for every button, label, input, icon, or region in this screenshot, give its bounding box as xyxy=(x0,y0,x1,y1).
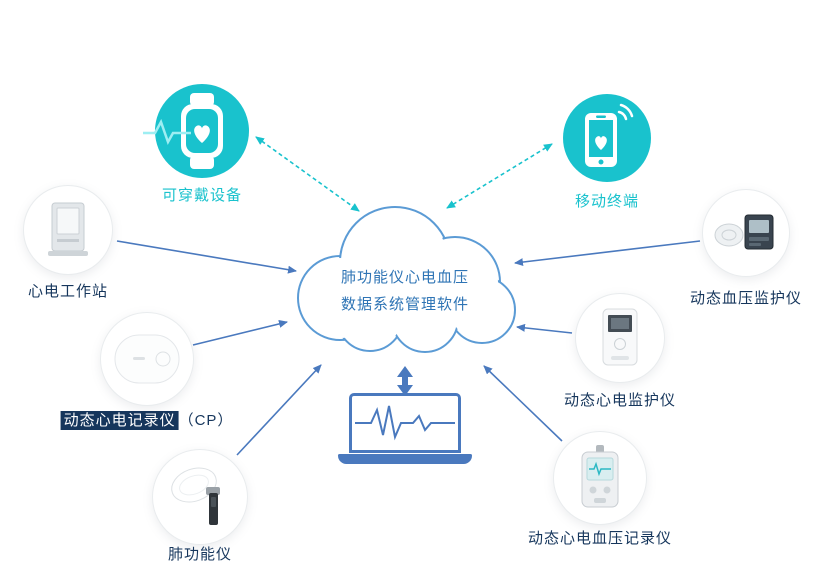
bp-monitor-icon xyxy=(714,214,774,250)
mobile-label: 移动终端 xyxy=(574,193,640,210)
holter-cp-label-highlight: 动态心电记录仪 xyxy=(60,411,179,430)
ecg-monitor-icon xyxy=(602,308,638,366)
arrow-mobile-cloud-bidirectional xyxy=(446,143,553,209)
node-spirometer: 肺功能仪 xyxy=(152,449,248,563)
node-bp-monitor: 动态血压监护仪 xyxy=(690,189,801,307)
ecg-wave-icon xyxy=(143,118,191,146)
cloud-shape xyxy=(297,206,516,353)
arrow-holter-to-cloud xyxy=(192,320,288,346)
ecg-monitor-circle xyxy=(575,293,665,383)
spirometer-label: 肺功能仪 xyxy=(167,546,233,563)
ecg-bp-recorder-icon xyxy=(581,445,619,508)
holter-cp-label: 动态心电记录仪（CP） xyxy=(60,409,234,430)
smartphone-icon xyxy=(585,103,634,167)
ecg-workstation-label: 心电工作站 xyxy=(27,283,109,300)
ecg-bp-recorder-label: 动态心电血压记录仪 xyxy=(527,530,673,547)
arrow-wearable-cloud-bidirectional xyxy=(255,136,360,212)
ecg-bp-recorder-circle xyxy=(553,431,647,525)
ecg-workstation-circle xyxy=(23,185,113,275)
holter-cp-circle xyxy=(100,312,194,406)
wearable-circle xyxy=(143,84,249,178)
arrow-workstation-to-cloud xyxy=(116,240,297,274)
laptop-base xyxy=(338,454,472,464)
cloud-title: 肺功能仪心电血压 数据系统管理软件 xyxy=(323,264,487,318)
laptop-screen xyxy=(349,393,461,453)
node-ecg-workstation: 心电工作站 xyxy=(23,185,113,300)
cloud-title-line2: 数据系统管理软件 xyxy=(340,296,469,313)
mobile-circle xyxy=(563,94,651,182)
smartwatch-icon xyxy=(181,93,223,169)
ecg-monitor-label: 动态心电监护仪 xyxy=(563,392,677,409)
arrow-bp-monitor-to-cloud xyxy=(514,240,701,267)
ecg-workstation-icon xyxy=(48,202,88,256)
laptop-ecg-icon xyxy=(355,405,455,441)
node-ecg-bp-recorder: 动态心电血压记录仪 xyxy=(528,431,671,547)
arrow-ecg-monitor-to-cloud xyxy=(516,323,573,334)
laptop xyxy=(338,393,472,464)
spirometer-circle xyxy=(152,449,248,545)
holter-cp-label-suffix: （CP） xyxy=(178,412,234,429)
arrow-recorder-to-cloud xyxy=(483,365,563,442)
node-holter-cp: 动态心电记录仪（CP） xyxy=(60,312,232,430)
cloud-title-line1: 肺功能仪心电血压 xyxy=(340,269,469,286)
spirometer-icon xyxy=(171,467,220,525)
bp-monitor-label: 动态血压监护仪 xyxy=(689,290,803,307)
holter-recorder-icon xyxy=(114,334,180,384)
node-ecg-monitor: 动态心电监护仪 xyxy=(564,293,675,409)
wearable-label: 可穿戴设备 xyxy=(161,187,243,204)
node-wearable: 可穿戴设备 xyxy=(143,84,249,204)
arrow-spirometer-to-cloud xyxy=(236,364,322,456)
arrow-cloud-laptop-bidirectional xyxy=(397,366,413,396)
node-mobile: 移动终端 xyxy=(563,94,651,210)
bp-monitor-circle xyxy=(702,189,790,277)
